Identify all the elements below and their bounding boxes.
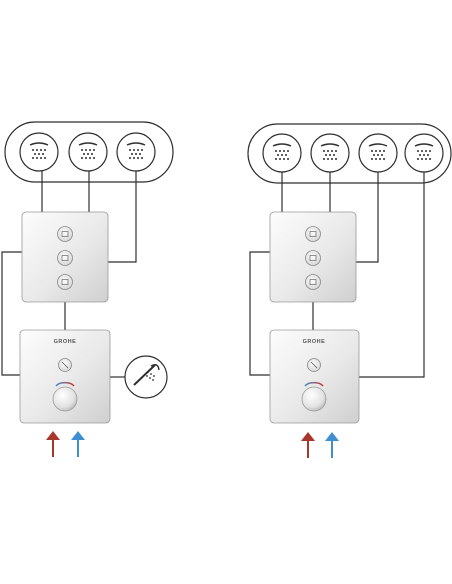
diverter-button bbox=[305, 226, 321, 242]
temperature-knob bbox=[301, 386, 327, 412]
shower-head-icon bbox=[310, 133, 350, 173]
shower-head-icon bbox=[19, 132, 59, 172]
piping-right bbox=[249, 172, 425, 378]
right-diagram: GROHE bbox=[247, 123, 452, 458]
outlet-rail-right bbox=[247, 123, 452, 184]
hand-shower-icon bbox=[124, 355, 168, 399]
temperature-knob bbox=[52, 386, 78, 412]
diverter-button bbox=[305, 274, 321, 290]
shower-head-icon bbox=[68, 132, 108, 172]
piping-left bbox=[1, 171, 137, 378]
brand-logo: GROHE bbox=[303, 339, 326, 345]
hot-water-arrow bbox=[46, 431, 60, 457]
shower-head-icon bbox=[404, 133, 444, 173]
thermostat-panel-left: GROHE bbox=[19, 329, 111, 424]
diverter-button bbox=[57, 274, 73, 290]
diverter-button bbox=[57, 250, 73, 266]
cold-water-arrow bbox=[325, 432, 339, 458]
brand-logo: GROHE bbox=[54, 339, 77, 345]
cold-water-arrow bbox=[71, 431, 85, 457]
diverter-button bbox=[57, 226, 73, 242]
shower-head-icon bbox=[262, 133, 302, 173]
temperature-scale bbox=[55, 381, 75, 387]
hot-water-arrow bbox=[301, 432, 315, 458]
shower-head-icon bbox=[358, 133, 398, 173]
thermostat-panel-right: GROHE bbox=[269, 329, 360, 424]
left-diagram: GROHE bbox=[1, 121, 174, 457]
diverter-button bbox=[305, 250, 321, 266]
temperature-scale bbox=[304, 381, 324, 387]
diverter-panel-right bbox=[269, 211, 357, 303]
diverter-panel-left bbox=[21, 211, 109, 303]
shower-head-icon bbox=[116, 132, 156, 172]
